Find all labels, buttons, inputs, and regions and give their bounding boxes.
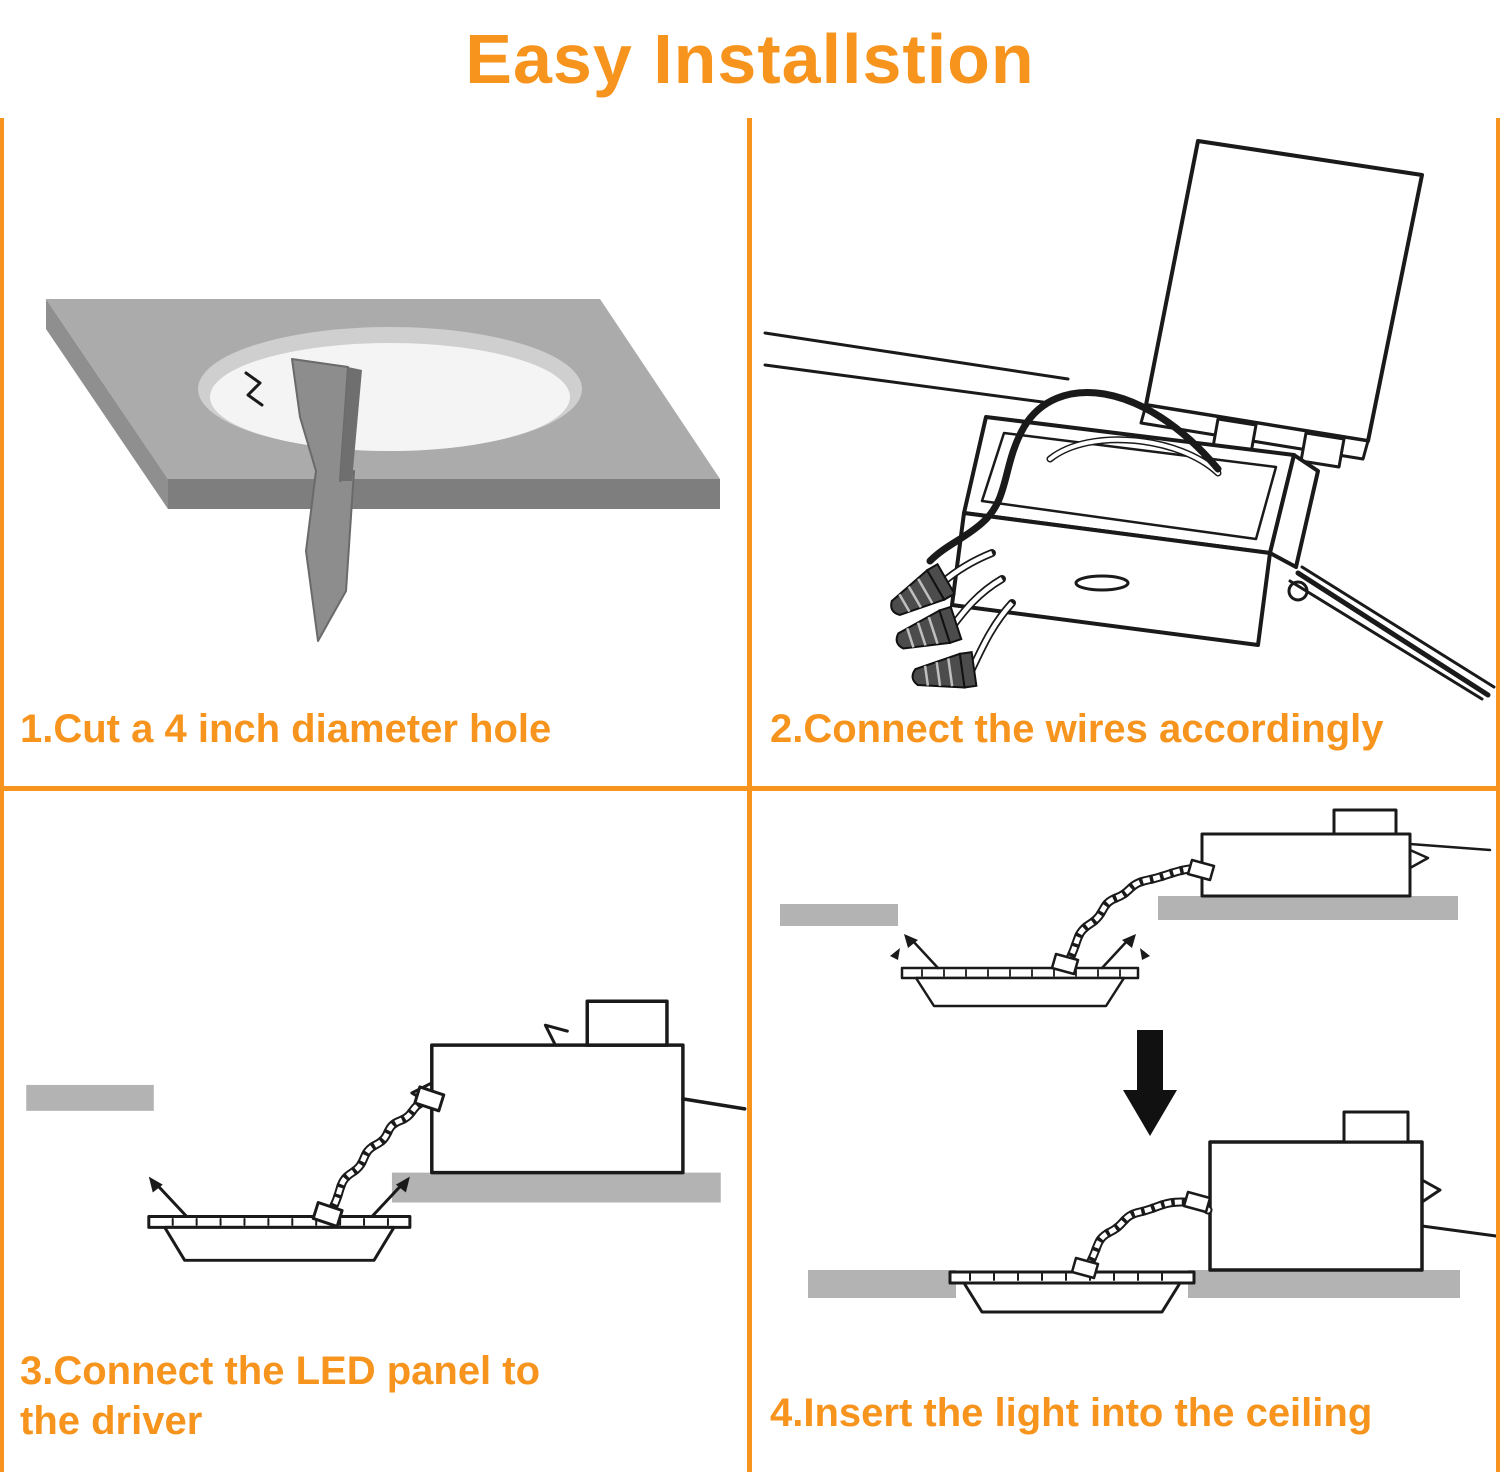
step-4-caption: 4.Insert the light into the ceiling xyxy=(770,1391,1373,1435)
junction-box-lid xyxy=(1139,139,1424,469)
scene-before-insertion xyxy=(780,808,1492,1008)
scene-after-insertion xyxy=(808,1110,1498,1314)
spring-clip-left xyxy=(148,1176,189,1218)
center-divider-line xyxy=(747,118,752,1472)
connector-cable-installed xyxy=(1070,1190,1213,1280)
driver-box-installed xyxy=(1208,1110,1498,1272)
left-border-line xyxy=(0,118,4,1472)
step-3-caption: 3.Connect the LED panel to the driver xyxy=(20,1349,541,1443)
exit-cable xyxy=(1288,565,1496,701)
step-1-panel: 1.Cut a 4 inch diameter hole xyxy=(0,118,750,788)
led-panel-installed xyxy=(948,1270,1196,1314)
step-1-caption: 1.Cut a 4 inch diameter hole xyxy=(20,707,552,751)
ceiling-hole-cutout-illustration xyxy=(46,299,720,642)
insert-light-into-ceiling-illustration xyxy=(780,808,1498,1314)
step-3-panel: 3.Connect the LED panel to the driver xyxy=(0,788,750,1472)
connector-cable-top xyxy=(1050,858,1216,976)
step-1-illustration xyxy=(0,118,750,704)
steps-grid: 1.Cut a 4 inch diameter hole xyxy=(0,118,1500,1472)
page-title: Easy Installstion xyxy=(465,20,1035,98)
spring-clip-right xyxy=(370,1176,410,1218)
cutout-shard xyxy=(291,358,362,642)
step-4-panel: 4.Insert the light into the ceiling xyxy=(750,788,1500,1472)
down-arrow-icon xyxy=(1123,1030,1177,1136)
horizontal-divider-line xyxy=(0,786,1500,791)
supply-cable xyxy=(763,331,1070,405)
led-panel-floating xyxy=(890,934,1150,1008)
connector-cable xyxy=(311,1085,446,1228)
led-panel xyxy=(147,1176,412,1262)
ceiling-slab xyxy=(46,299,720,642)
step-2-illustration xyxy=(750,118,1500,704)
driver-box-top xyxy=(1200,808,1492,898)
header: Easy Installstion xyxy=(0,0,1500,118)
panel-driver-connection-illustration xyxy=(26,999,747,1262)
ceiling-piece-left xyxy=(26,1084,154,1111)
right-border-line xyxy=(1496,118,1500,1472)
driver-box xyxy=(410,999,747,1175)
wire-nuts xyxy=(890,562,978,689)
step-4-illustration xyxy=(750,788,1500,1388)
ceiling-piece-right xyxy=(391,1172,721,1203)
step-2-caption: 2.Connect the wires accordingly xyxy=(770,707,1384,751)
step-3-illustration xyxy=(0,788,750,1346)
junction-box-wiring-illustration xyxy=(763,139,1496,701)
step-2-panel: 2.Connect the wires accordingly xyxy=(750,118,1500,788)
black-wire xyxy=(926,388,1222,565)
